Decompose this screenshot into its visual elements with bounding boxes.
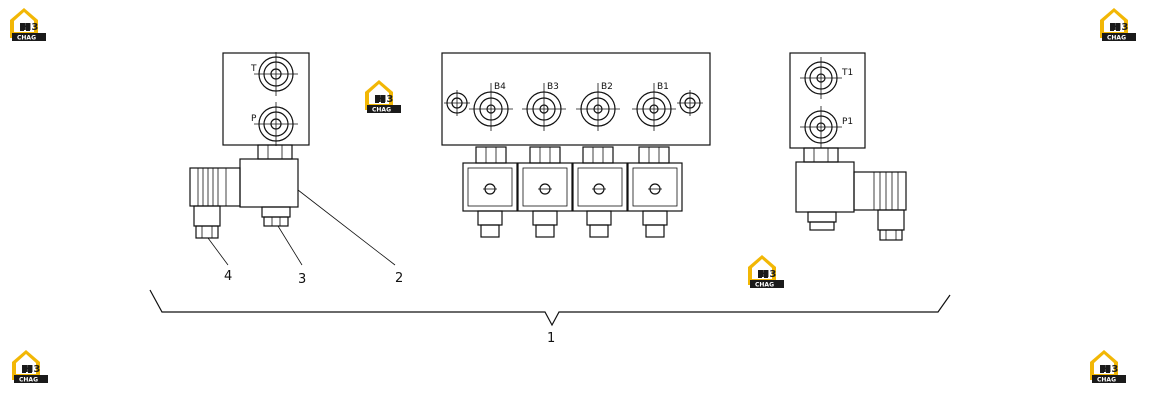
right-port-top: T1 [800, 57, 853, 99]
brand-logo: H3 CHAG [1100, 8, 1136, 42]
manifold-port-b1: B1 [632, 82, 676, 131]
right-hex-nut [803, 147, 839, 163]
svg-text:P1: P1 [842, 117, 853, 127]
leader-lines [207, 189, 396, 266]
svg-text:B2: B2 [601, 82, 613, 92]
brand-logo: H3 CHAG [365, 80, 401, 114]
solenoid-coil [627, 146, 683, 238]
svg-text:H3: H3 [761, 269, 776, 280]
right-port-bottom: P1 [800, 106, 853, 148]
brand-logo: H3 CHAG [1090, 350, 1126, 384]
callout-1: 1 [547, 331, 555, 346]
svg-text:H3: H3 [378, 94, 393, 105]
svg-text:B1: B1 [657, 82, 669, 92]
manifold-port-b2: B2 [576, 82, 620, 131]
manifold-block [441, 52, 711, 146]
solenoid-coil [462, 146, 518, 238]
svg-text:CHAG: CHAG [1097, 377, 1116, 384]
svg-text:H3: H3 [23, 22, 38, 33]
svg-text:T: T [250, 64, 257, 74]
right-solenoid-body [795, 161, 855, 213]
assembly-brace [149, 289, 951, 327]
svg-text:B3: B3 [547, 82, 559, 92]
left-valve: T P [189, 52, 310, 239]
left-connector [189, 167, 241, 239]
brand-logo: H3 CHAG [10, 8, 46, 42]
right-valve: T1 P1 [789, 52, 907, 241]
svg-text:CHAG: CHAG [1107, 35, 1126, 42]
brand-logo: H3 CHAG [748, 255, 784, 289]
svg-text:CHAG: CHAG [372, 107, 391, 114]
left-solenoid-body [239, 158, 299, 208]
solenoid-coil [572, 146, 628, 238]
callout-2: 2 [395, 271, 403, 286]
solenoid-coil [517, 146, 573, 238]
svg-text:T1: T1 [841, 68, 853, 78]
svg-text:P: P [251, 114, 257, 124]
svg-text:H3: H3 [25, 364, 40, 375]
callout-4: 4 [224, 269, 232, 284]
svg-text:H3: H3 [1113, 22, 1128, 33]
svg-text:CHAG: CHAG [755, 282, 774, 289]
left-port-bottom: P [251, 102, 298, 146]
center-manifold: B4 B3 B2 B1 [441, 52, 711, 238]
left-port-top: T [250, 52, 298, 96]
manifold-port-b3: B3 [522, 82, 566, 131]
svg-text:H3: H3 [1103, 364, 1118, 375]
manifold-port-b4: B4 [469, 82, 513, 131]
svg-text:B4: B4 [494, 82, 506, 92]
left-hex-nut [257, 144, 293, 160]
right-valve-block [789, 52, 866, 149]
right-connector [853, 171, 907, 241]
svg-text:CHAG: CHAG [17, 35, 36, 42]
callout-3: 3 [298, 272, 306, 287]
brand-logo: H3 CHAG [12, 350, 48, 384]
svg-text:CHAG: CHAG [19, 377, 38, 384]
